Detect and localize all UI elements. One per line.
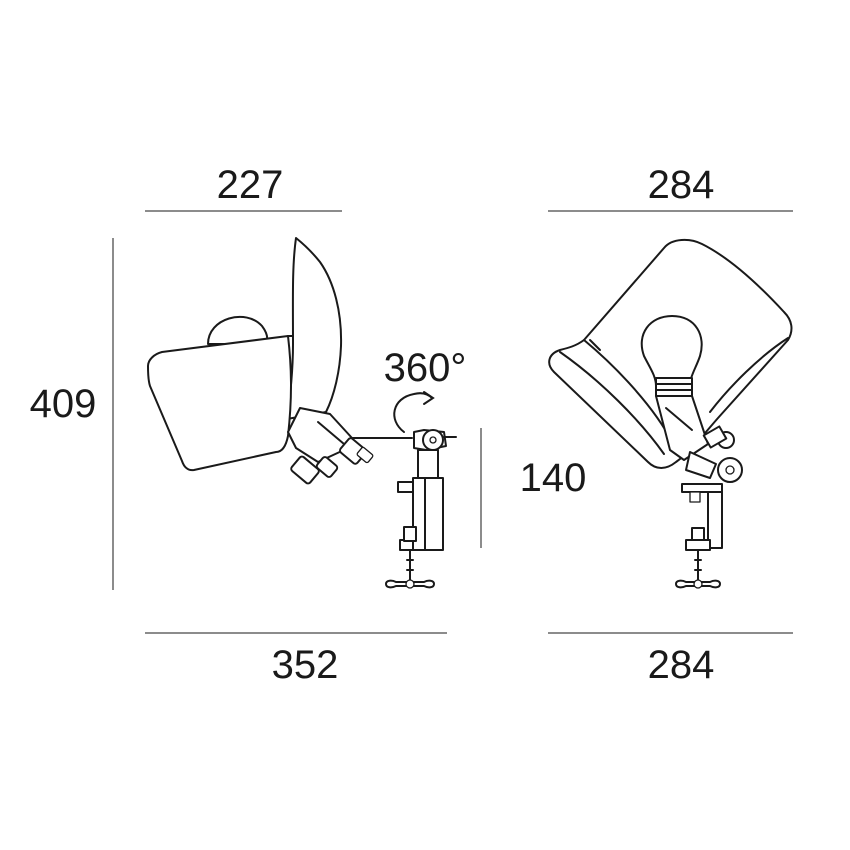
dim-label-front-top-width: 284: [648, 163, 715, 207]
dim-label-front-bottom-width: 284: [648, 643, 715, 687]
front-view-lamp: [548, 238, 793, 589]
dim-label-clamp-height: 140: [520, 456, 587, 500]
side-knob-2: [315, 456, 339, 478]
front-bulb-socket: [655, 377, 693, 397]
dim-label-rotation: 360°: [384, 346, 467, 390]
side-knob-4: [356, 446, 374, 464]
side-clamp-screw-block: [403, 526, 417, 542]
dim-label-side-bottom-width: 352: [272, 643, 339, 687]
side-clamp-top-jaw: [397, 481, 414, 493]
rotation-arrow-icon: [393, 391, 435, 433]
front-clamp-body: [707, 491, 723, 549]
dim-label-side-top-width: 227: [217, 163, 284, 207]
side-clamp-post: [417, 449, 439, 479]
dimension-annotations: 227 409 352 360° 140 284 284: [30, 163, 793, 687]
dim-label-side-height: 409: [30, 382, 97, 426]
side-knob-1: [290, 455, 320, 485]
side-view-lamp: [147, 237, 457, 589]
front-socket-cylinder: [655, 395, 709, 461]
side-joint: [287, 407, 353, 463]
side-reflector: [286, 237, 343, 420]
side-shade: [147, 335, 292, 472]
front-clamp-lower-jaw: [685, 539, 711, 551]
front-clamp-top: [681, 483, 723, 493]
side-clamp-body: [412, 477, 444, 551]
